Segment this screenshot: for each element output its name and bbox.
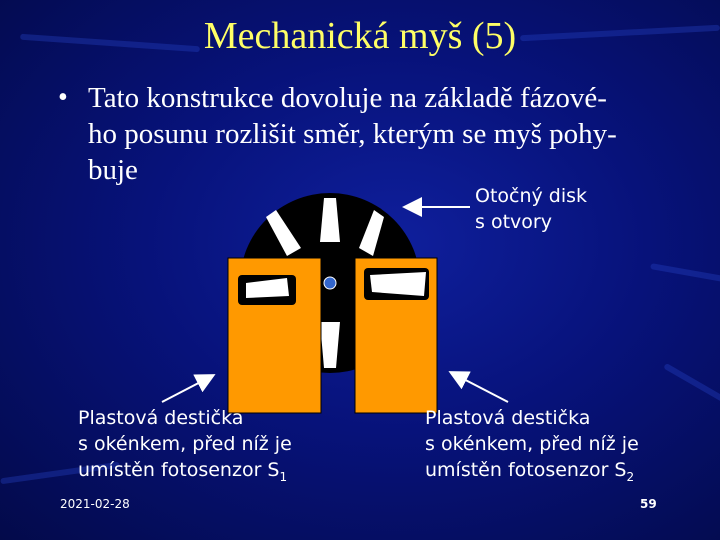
disk-label: Otočný disk s otvory xyxy=(475,183,587,235)
bullet-marker: • xyxy=(58,82,68,113)
plate-left-label-line: umístěn fotosenzor S1 xyxy=(78,457,292,490)
plate-right-label-arrow xyxy=(448,371,509,403)
bullet-line: ho posunu rozlišit směr, kterým se myš p… xyxy=(88,118,617,150)
disk-holes xyxy=(266,198,384,368)
bullet-line: buje xyxy=(88,154,138,186)
disk-hole xyxy=(320,322,340,368)
page-number: 59 xyxy=(640,497,657,511)
bullet-line: Tato konstrukce dovoluje na základě fázo… xyxy=(88,82,607,114)
plate-left-label: Plastová destička s okénkem, před níž je… xyxy=(78,405,292,490)
plate-left-label-line: Plastová destička xyxy=(78,407,244,429)
bullet-text: Tato konstrukce dovoluje na základě fázo… xyxy=(88,80,678,188)
disk-hole xyxy=(359,210,384,256)
sensor-label-text: umístěn fotosenzor S xyxy=(78,459,280,481)
sensor-subscript: 2 xyxy=(626,469,635,484)
plate-right-label-line: s okénkem, před níž je xyxy=(425,433,639,455)
plate-window-slot-right xyxy=(370,272,426,296)
plate-right-label: Plastová destička s okénkem, před níž je… xyxy=(425,405,639,490)
plate-right-label-line: umístěn fotosenzor S2 xyxy=(425,457,639,490)
disk-hole xyxy=(266,210,301,256)
sensor-label-text: umístěn fotosenzor S xyxy=(425,459,627,481)
sensor-subscript: 1 xyxy=(279,469,288,484)
slide-date: 2021-02-28 xyxy=(60,497,130,511)
plate-window-slot-left xyxy=(246,278,289,298)
disk-axle xyxy=(323,276,337,290)
plate-right-label-line: Plastová destička xyxy=(425,407,591,429)
disk-hole xyxy=(320,198,340,242)
disk-label-line: s otvory xyxy=(475,211,552,233)
plate-left-label-arrow xyxy=(161,374,216,403)
slide-title: Mechanická myš (5) xyxy=(203,15,517,57)
disk-label-line: Otočný disk xyxy=(475,185,588,207)
plate-left-label-line: s okénkem, před níž je xyxy=(78,433,292,455)
